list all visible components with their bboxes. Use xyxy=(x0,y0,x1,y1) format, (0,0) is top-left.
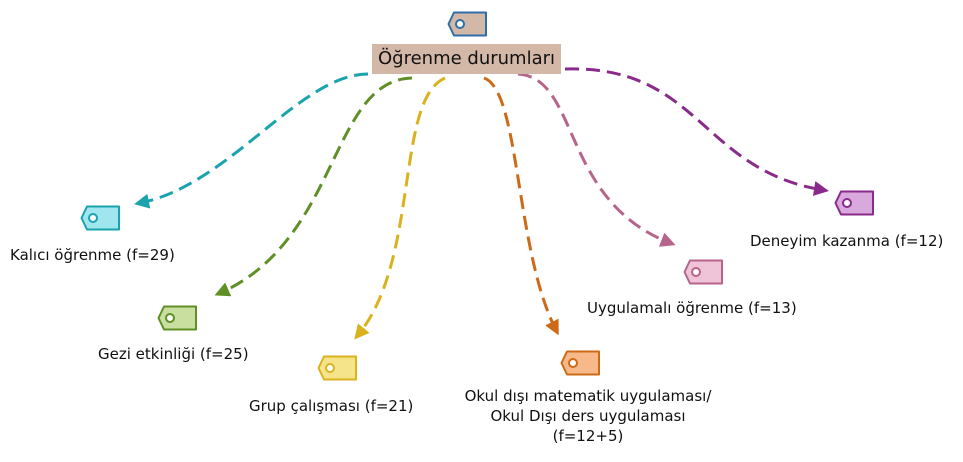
tag-icon-okul xyxy=(560,350,600,376)
node-label-gezi[interactable]: Gezi etkinliği (f=25) xyxy=(98,345,249,363)
node-label-kalici[interactable]: Kalıcı öğrenme (f=29) xyxy=(10,246,175,264)
connector-grup xyxy=(354,76,446,340)
node-label-deneyim[interactable]: Deneyim kazanma (f=12) xyxy=(750,232,944,250)
connector-uygulamali xyxy=(517,72,676,247)
connector-kalici xyxy=(134,72,369,209)
connector-okul xyxy=(483,76,559,336)
tag-icon-kalici xyxy=(80,205,120,231)
connector-gezi xyxy=(214,76,413,297)
root-node-label[interactable]: Öğrenme durumları xyxy=(372,44,561,74)
tag-icon-gezi xyxy=(157,305,197,331)
node-label-uygulamali[interactable]: Uygulamalı öğrenme (f=13) xyxy=(587,299,797,317)
node-label-okul-line-3: (f=12+5) xyxy=(552,427,624,445)
connector-deneyim xyxy=(564,67,829,196)
tag-icon-grup xyxy=(317,355,357,381)
node-label-okul-line-1: Okul dışı matematik uygulaması/ xyxy=(464,387,712,405)
root-tag-icon xyxy=(447,11,487,37)
node-label-okul[interactable]: Okul dışı matematik uygulaması/ Okul Dış… xyxy=(448,386,728,446)
tag-icon-uygulamali xyxy=(683,259,723,285)
node-label-okul-line-2: Okul Dışı ders uygulaması xyxy=(490,407,686,425)
tag-icon-deneyim xyxy=(834,190,874,216)
node-label-grup[interactable]: Grup çalışması (f=21) xyxy=(249,397,414,415)
